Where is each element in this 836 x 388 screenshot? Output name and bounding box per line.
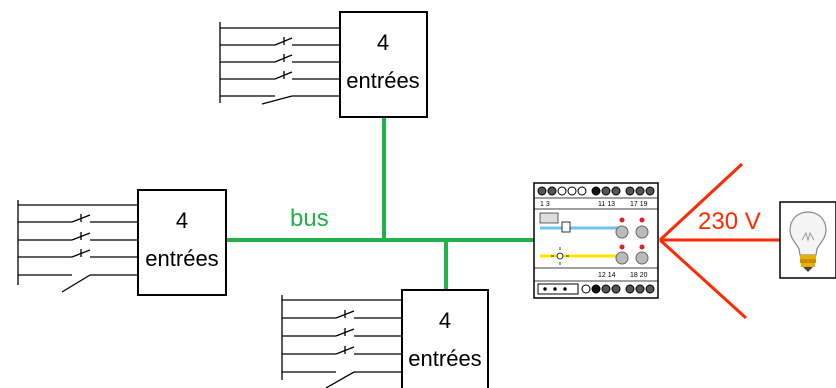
- manual-button: [635, 225, 649, 239]
- switch-icon: [71, 214, 138, 223]
- terminal-label: 12 14: [598, 272, 616, 279]
- terminal-label: 11 13: [598, 201, 615, 208]
- status-led: [639, 244, 645, 250]
- module-number: 4: [439, 308, 451, 333]
- manual-button: [615, 251, 629, 265]
- switch-icon: [335, 328, 402, 337]
- bus-lines: [226, 117, 534, 290]
- switch-icon: [61, 274, 138, 293]
- terminal-label: 18 20: [630, 272, 648, 279]
- input-module-bottom: 4 entrées: [281, 289, 489, 388]
- module-number: 4: [176, 208, 188, 233]
- switch-icon: [325, 371, 402, 388]
- input-module-box: [401, 289, 489, 388]
- switch-icon: [71, 249, 138, 258]
- status-led: [639, 217, 645, 223]
- switch-inputs-left: [17, 200, 138, 293]
- switch-icon: [274, 54, 340, 63]
- manual-button: [615, 225, 629, 239]
- module-label: entrées: [408, 346, 481, 371]
- actuator-device: 1 3 11 13 17 19 12 14 18 20: [533, 182, 659, 299]
- manual-button: [635, 251, 649, 265]
- switch-inputs-bottom: [281, 295, 402, 388]
- bottom-terminal-row: [537, 283, 655, 295]
- switch-icon: [274, 71, 340, 80]
- power-lines: [658, 162, 780, 320]
- switch-icon: [335, 346, 402, 355]
- input-module-top: 4 entrées: [219, 11, 428, 118]
- lightbulb-icon: [789, 211, 827, 272]
- switch-icon: [335, 310, 402, 319]
- lamp: [779, 201, 836, 279]
- switch-inputs-top: [219, 22, 340, 105]
- module-number: 4: [377, 30, 389, 55]
- module-label: entrées: [145, 246, 218, 271]
- bus-label: bus: [290, 205, 329, 232]
- input-module-box: [339, 11, 428, 118]
- module-label: entrées: [346, 68, 419, 93]
- terminal-label: 17 19: [630, 201, 648, 208]
- status-led: [619, 244, 625, 250]
- input-module-box: [137, 189, 227, 296]
- voltage-label: 230 V: [698, 208, 761, 235]
- switch-icon: [274, 37, 340, 46]
- led-icon: [551, 247, 569, 265]
- switch-icon: [261, 95, 340, 105]
- top-terminal-row: [537, 186, 655, 196]
- status-led: [619, 217, 625, 223]
- input-module-left: 4 entrées: [17, 189, 227, 296]
- terminal-label: 1 3: [540, 201, 550, 208]
- switch-icon: [71, 232, 138, 241]
- device-label-plate: [539, 212, 559, 224]
- actuator-housing: [533, 182, 659, 299]
